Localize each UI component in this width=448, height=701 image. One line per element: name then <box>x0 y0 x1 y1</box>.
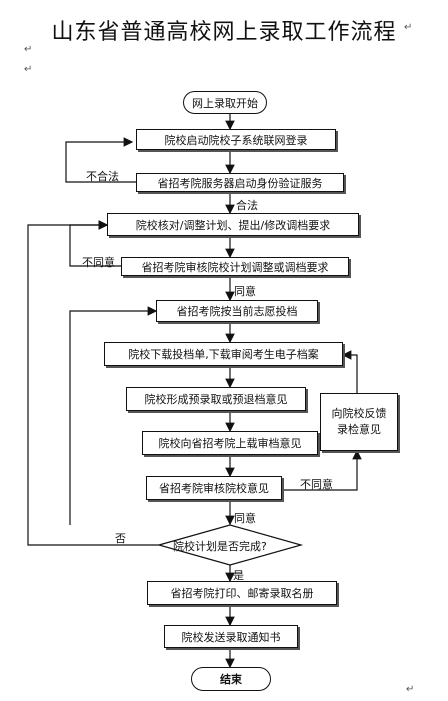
decision-diamond <box>156 524 304 566</box>
process-upload-opinion: 院校向省招考院上载审档意见 <box>142 431 318 455</box>
process-login: 院校启动院校子系统联网登录 <box>136 129 336 150</box>
label-agree: 同意 <box>234 285 256 298</box>
process-feedback: 向院校反馈录检意见 <box>320 393 398 451</box>
process-print-list: 省招考院打印、邮寄录取名册 <box>147 581 337 605</box>
paragraph-mark: ↵ <box>404 22 413 33</box>
paragraph-mark: ↵ <box>24 44 33 55</box>
process-review-plan: 省招考院审核院校计划调整或调档要求 <box>121 257 349 276</box>
loop-feedback-n6 <box>341 350 358 393</box>
decision-label: 院校计划是否完成? <box>173 540 267 553</box>
process-send-notice: 院校发送录取通知书 <box>164 625 298 648</box>
process-review-opinion: 省招考院审核院校意见 <box>146 476 282 500</box>
label-fail: 不合法 <box>86 170 119 183</box>
label-disagree: 不同意 <box>82 256 115 269</box>
process-dispatch-files: 省招考院按当前志愿投档 <box>156 300 318 322</box>
loop-disagree2-up <box>282 449 362 491</box>
page-title: 山东省普通高校网上录取工作流程 <box>51 20 397 45</box>
label-yes: 是 <box>233 569 244 582</box>
process-download-files: 院校下载投档单,下载审阅考生电子档案 <box>104 342 343 366</box>
process-auth-service: 省招考院服务器启动身份验证服务 <box>136 173 344 192</box>
loop-no <box>27 220 159 546</box>
loop-fail <box>65 137 136 183</box>
end-node: 结束 <box>191 667 271 691</box>
paragraph-mark: ↵ <box>24 64 33 75</box>
paragraph-mark: ↵ <box>406 684 415 695</box>
label-agree: 同意 <box>234 512 256 525</box>
label-pass: 合法 <box>236 199 258 212</box>
label-disagree: 不同意 <box>300 478 333 491</box>
process-pre-admission: 院校形成预录取或预退档意见 <box>126 387 306 411</box>
loop-agree-n5 <box>69 306 158 525</box>
process-adjust-plan: 院校核对/调整计划、提出/修改调档要求 <box>107 213 359 236</box>
start-node: 网上录取开始 <box>183 91 267 114</box>
label-no: 否 <box>115 532 126 545</box>
